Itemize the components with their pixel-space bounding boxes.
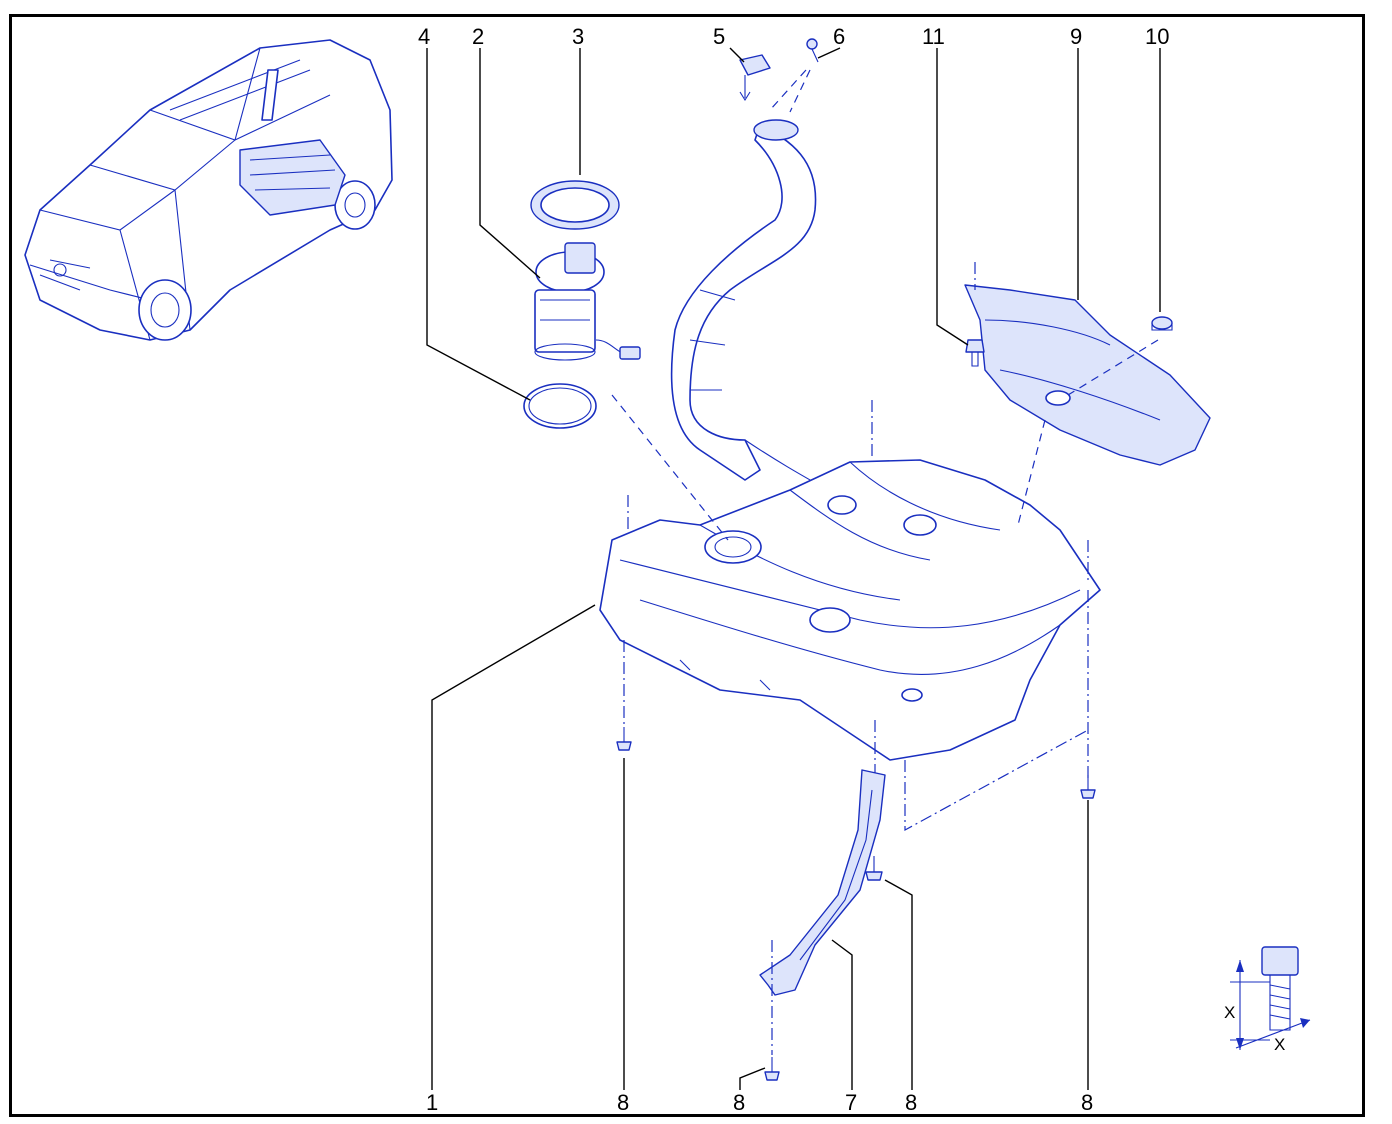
- heat-shield-9: [964, 284, 1211, 466]
- axis-line-strap-offset: [904, 729, 1089, 832]
- diagram-frame: [9, 14, 1365, 1117]
- bolt-11: [965, 339, 985, 367]
- fuel-pump-module-2: [534, 242, 641, 361]
- leader-8b: [739, 1067, 766, 1090]
- callout-8-strap: 8: [905, 1090, 917, 1115]
- callout-7: 7: [845, 1090, 857, 1115]
- leader-4: [426, 48, 531, 401]
- leader-1: [431, 604, 596, 1090]
- filler-neck-pipe: [670, 119, 846, 501]
- callout-6: 6: [833, 24, 845, 49]
- callout-10: 10: [1145, 24, 1169, 49]
- assembly-line-pump: [611, 394, 729, 541]
- screw-6: [806, 38, 819, 63]
- bolt-8-lower: [764, 1057, 780, 1081]
- callout-8-left: 8: [617, 1090, 629, 1115]
- bolt-8-left: [616, 727, 632, 751]
- assembly-line-nut: [1067, 339, 1159, 396]
- callout-8-lower: 8: [733, 1090, 745, 1115]
- leader-11: [936, 48, 969, 346]
- bolt-8-right: [1080, 775, 1096, 799]
- assembly-line-cap: [769, 69, 811, 113]
- torque-bolt-icon: X X: [1224, 946, 1311, 1054]
- callout-1: 1: [426, 1090, 438, 1115]
- filler-cap-5: [739, 54, 771, 102]
- assembly-line-shield: [1017, 419, 1046, 526]
- seal-ring-4: [523, 383, 597, 429]
- torque-dim-horizontal-label: X: [1274, 1035, 1285, 1054]
- tank-strap-7: [759, 769, 886, 996]
- callout-4: 4: [418, 24, 430, 49]
- callout-2: 2: [472, 24, 484, 49]
- bolt-8-strap: [865, 856, 883, 881]
- callout-11: 11: [922, 24, 945, 49]
- callout-3: 3: [572, 24, 584, 49]
- leader-7: [831, 939, 853, 1090]
- fuel-tank-1: [599, 459, 1101, 761]
- leader-2: [479, 48, 541, 279]
- nut-10: [1151, 316, 1173, 331]
- callout-5: 5: [713, 24, 725, 49]
- callout-9: 9: [1070, 24, 1082, 49]
- leader-8c: [884, 879, 913, 1090]
- vehicle-location-icon: [24, 39, 393, 341]
- leader-5: [729, 47, 745, 63]
- locking-ring-3: [530, 180, 620, 230]
- callout-8-right: 8: [1081, 1090, 1093, 1115]
- torque-dim-vertical-label: X: [1224, 1003, 1235, 1022]
- leader-6: [817, 47, 841, 59]
